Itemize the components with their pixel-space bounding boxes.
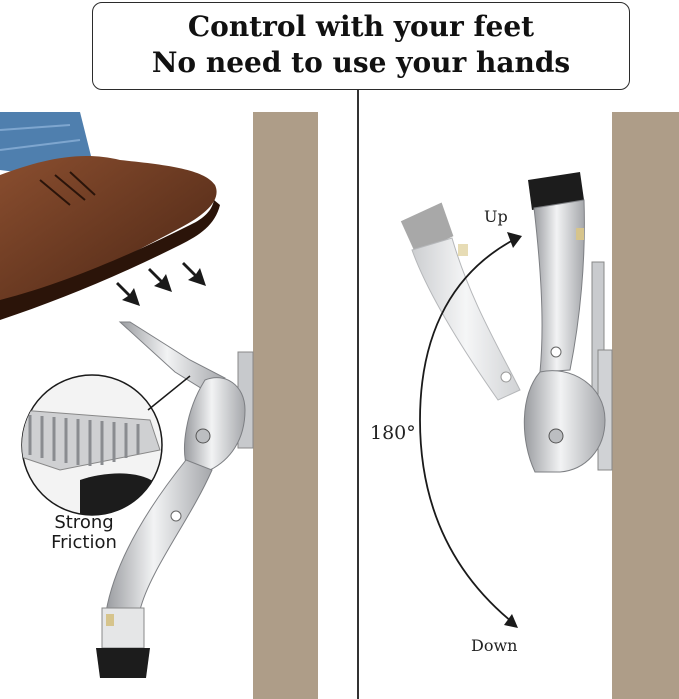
headline-line-2: No need to use your hands	[151, 46, 571, 79]
up-label: Up	[484, 207, 508, 226]
down-label: Down	[471, 636, 518, 655]
press-arrow-icon	[116, 262, 206, 306]
door-stopper-icon	[96, 321, 254, 678]
wall-right	[612, 112, 679, 699]
strong-friction-label: Strong Friction	[38, 513, 130, 553]
stopper-up-position	[523, 172, 613, 473]
wall-left	[253, 112, 318, 699]
headline-line-1: Control with your feet	[187, 10, 535, 43]
friction-label-line-2: Friction	[51, 532, 117, 553]
shoe-icon	[0, 112, 220, 320]
rotation-angle-label: 180°	[370, 422, 416, 444]
friction-zoom-icon	[21, 374, 191, 516]
panel-divider	[357, 90, 359, 699]
stopper-ghost-arm	[400, 202, 521, 401]
friction-label-line-1: Strong	[54, 512, 114, 533]
rotation-arrow-icon	[419, 232, 522, 628]
headline-banner: Control with your feet No need to use yo…	[92, 2, 630, 90]
